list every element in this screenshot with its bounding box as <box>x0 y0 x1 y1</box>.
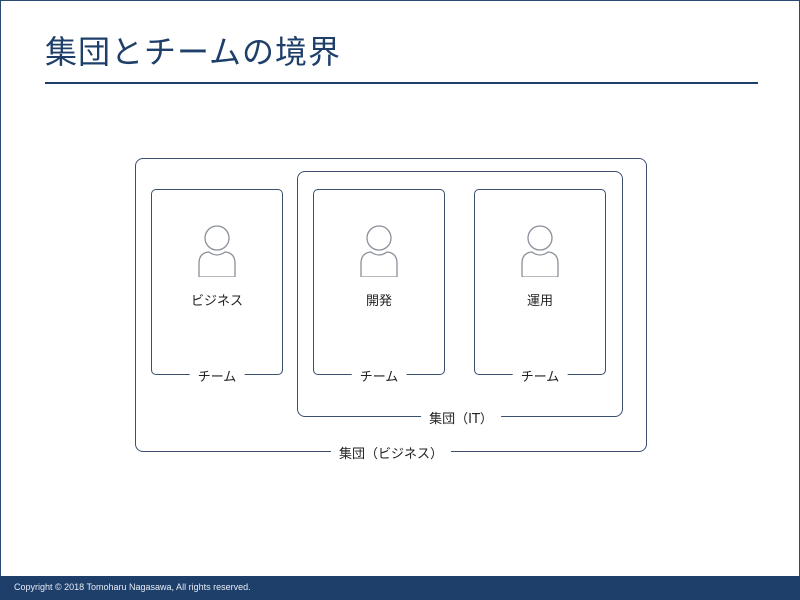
outer-group-label: 集団（ビジネス） <box>330 443 452 462</box>
slide-title: 集団とチームの境界 <box>45 33 342 71</box>
team-frame-development <box>313 189 445 375</box>
footer-bar: Copyright © 2018 Tomoharu Nagasawa, All … <box>0 576 800 600</box>
team-label-operations: チーム <box>512 366 568 385</box>
inner-group-label: 集団（IT） <box>421 408 501 427</box>
title-underline <box>45 82 758 84</box>
team-name-business: ビジネス <box>190 294 244 309</box>
team-name-operations: 運用 <box>526 294 554 309</box>
team-label-business: チーム <box>189 366 245 385</box>
person-icon <box>521 225 559 277</box>
copyright-text: Copyright © 2018 Tomoharu Nagasawa, All … <box>14 582 251 592</box>
team-frame-business <box>151 189 283 375</box>
team-name-development: 開発 <box>365 294 393 309</box>
person-icon <box>360 225 398 277</box>
person-icon <box>198 225 236 277</box>
team-label-development: チーム <box>351 366 407 385</box>
team-frame-operations <box>474 189 606 375</box>
